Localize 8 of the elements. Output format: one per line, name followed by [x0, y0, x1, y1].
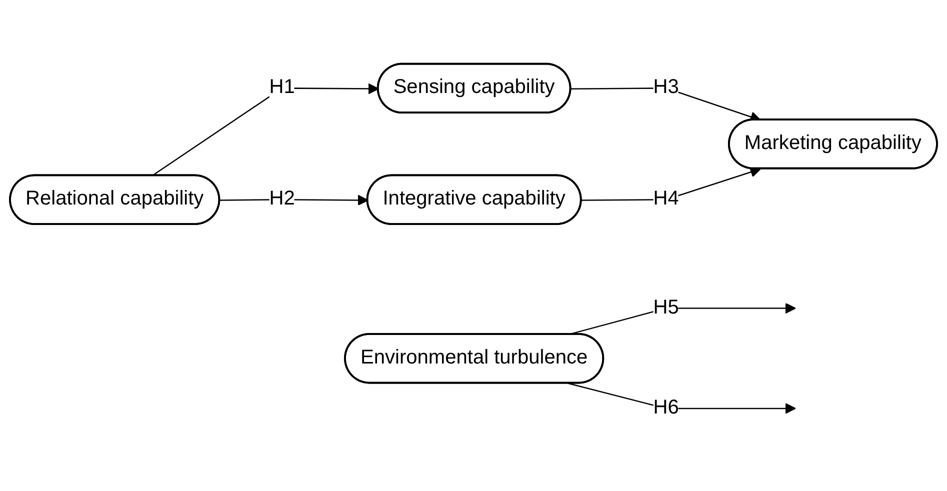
edge-label: H3 — [653, 76, 679, 98]
edge-label: H2 — [269, 188, 295, 210]
arrow — [568, 382, 796, 414]
arrow — [152, 83, 379, 176]
edge-label: H1 — [269, 76, 295, 98]
edge-label: H4 — [653, 188, 679, 210]
edge-label: H6 — [653, 397, 679, 418]
edge-label: H5 — [653, 297, 679, 318]
